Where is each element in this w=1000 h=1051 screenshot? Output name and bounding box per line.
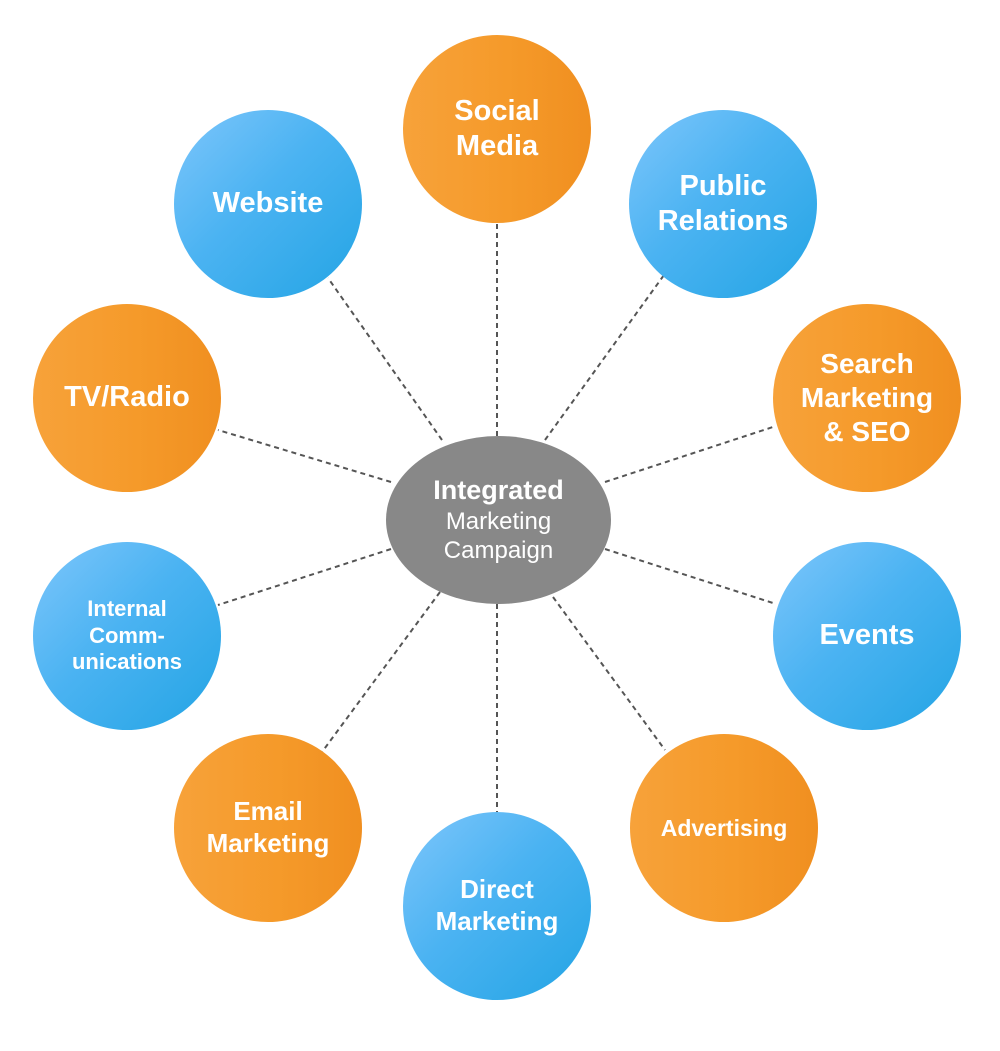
center-title: Integrated [433,475,564,506]
node-label-line: Email [233,796,303,827]
center-subtitle-line-2: Campaign [443,537,554,565]
connector-internal-communications [217,548,392,606]
node-advertising: Advertising [630,734,818,922]
connector-website [327,277,443,441]
connector-tv-radio [217,429,392,483]
node-label-line: Media [455,130,539,162]
node-label-line: Public [679,169,767,202]
center-subtitle-line-1: Marketing [445,508,552,536]
node-label-line: Website [212,187,324,220]
node-label-line: Marketing [435,906,559,936]
connector-events [604,548,777,605]
connector-public-relations [544,274,665,441]
node-label-line: TV/Radio [64,381,190,414]
center-node-integrated-marketing-campaign: Integrated Marketing Campaign [386,436,611,604]
node-label-line: Search [820,347,914,379]
node-label-line: Marketing [800,381,934,413]
node-tv-radio: TV/Radio [33,304,221,492]
node-label-line: & SEO [823,416,911,448]
node-label-line: Events [819,619,915,652]
node-label-line: Advertising [660,814,788,841]
node-events: Events [773,542,961,730]
connector-email-marketing [321,591,441,753]
node-website: Website [174,110,362,298]
node-label-line: Social [454,94,540,127]
node-label-line: unications [71,649,182,675]
node-label-line: Marketing [206,828,330,858]
node-label-line: Relations [657,205,789,237]
connector-search-marketing-seo [604,425,777,483]
node-label-line: Direct [460,874,534,905]
connector-advertising [552,596,666,751]
node-label-line: Comm- [89,622,165,648]
node-label-line: Internal [87,595,167,621]
